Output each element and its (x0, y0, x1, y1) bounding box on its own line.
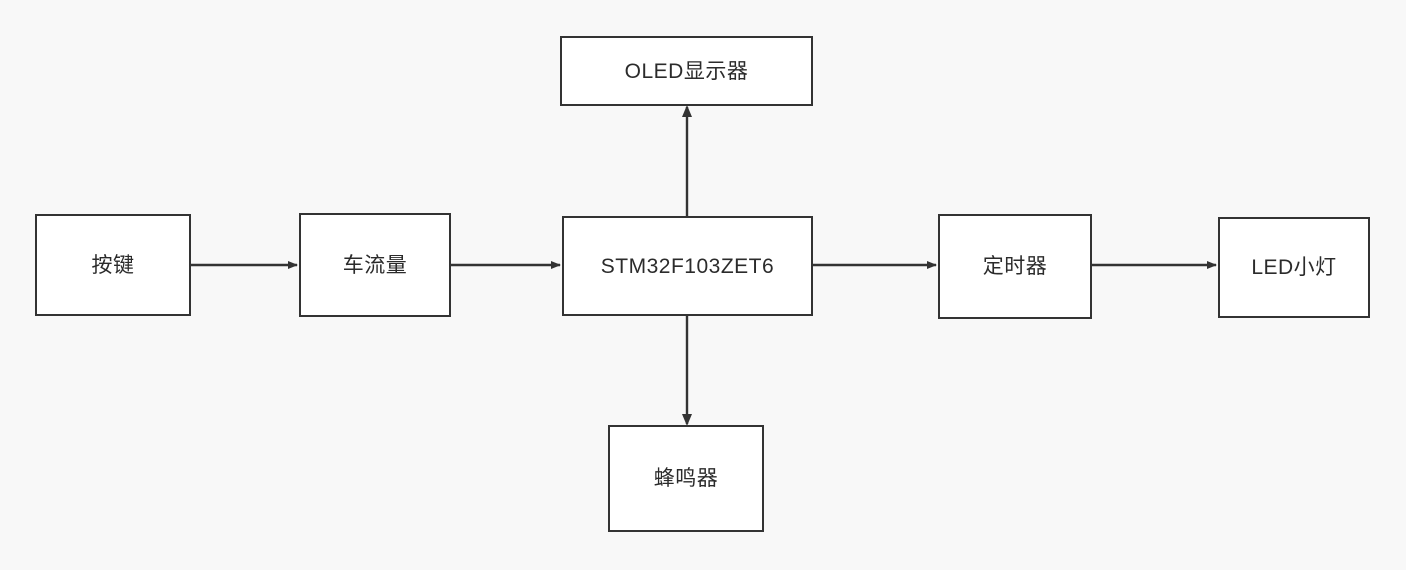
node-button[interactable]: 按键 (35, 214, 191, 316)
node-mcu-stm32[interactable]: STM32F103ZET6 (562, 216, 813, 316)
node-mcu-stm32-label: STM32F103ZET6 (600, 254, 775, 278)
node-button-label: 按键 (91, 253, 135, 277)
node-traffic-volume[interactable]: 车流量 (299, 213, 451, 317)
node-led-light-label: LED小灯 (1251, 256, 1337, 279)
node-oled-display[interactable]: OLED显示器 (560, 36, 813, 106)
node-oled-display-label: OLED显示器 (624, 59, 749, 83)
node-timer[interactable]: 定时器 (938, 214, 1092, 319)
node-buzzer[interactable]: 蜂鸣器 (608, 425, 764, 532)
node-timer-label: 定时器 (982, 255, 1048, 278)
node-buzzer-label: 蜂鸣器 (653, 467, 719, 490)
node-traffic-volume-label: 车流量 (342, 253, 408, 277)
node-led-light[interactable]: LED小灯 (1218, 217, 1370, 318)
